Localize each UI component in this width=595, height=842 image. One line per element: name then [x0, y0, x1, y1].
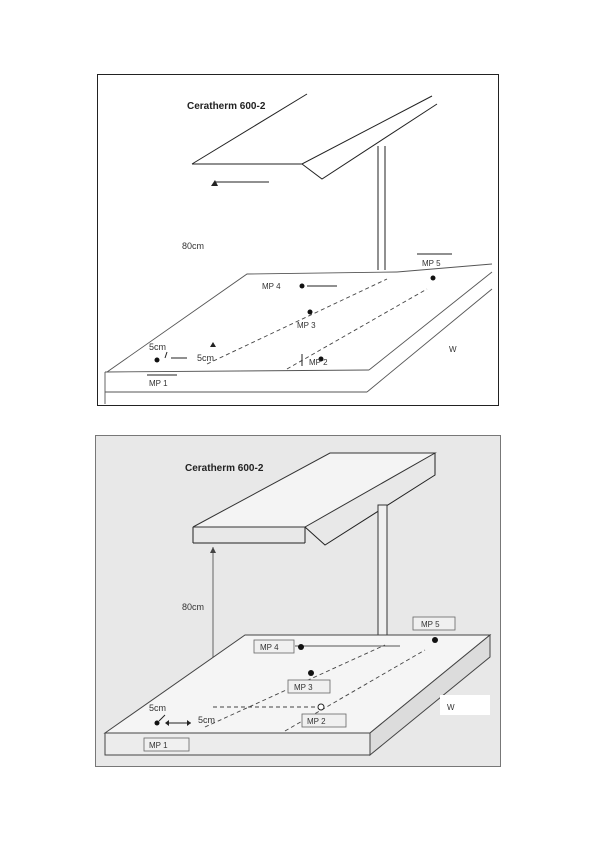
mp4-dot — [299, 283, 305, 289]
diagram-bottom: Ceratherm 600-2 80cm — [95, 435, 501, 767]
diagram-top: Ceratherm 600-2 80cm — [97, 74, 499, 406]
mp3-dot — [307, 309, 313, 315]
mp1-label: MP 1 — [149, 741, 168, 750]
mp5-dot — [430, 275, 436, 281]
dim-a-label: 5cm — [149, 703, 166, 713]
support-column — [377, 146, 386, 270]
measurement-points — [154, 637, 438, 726]
mp2-label: MP 2 — [307, 717, 326, 726]
height-label: 80cm — [182, 241, 204, 251]
diagram-bottom-canvas: Ceratherm 600-2 80cm — [95, 435, 501, 767]
support-column — [377, 504, 388, 638]
dim-b-label: 5cm — [197, 353, 214, 363]
mp1-dot — [154, 357, 160, 363]
mp3-label: MP 3 — [294, 683, 313, 692]
base-plate — [104, 263, 493, 404]
corner-label: W — [449, 345, 457, 354]
mp2-label: MP 2 — [309, 358, 328, 367]
mp4-dot — [298, 644, 304, 650]
mp4-label: MP 4 — [262, 282, 281, 291]
mp4-label: MP 4 — [260, 643, 279, 652]
mp3-dot — [308, 670, 314, 676]
mp5-label: MP 5 — [421, 620, 440, 629]
panel-frame — [97, 74, 499, 406]
corner-label: W — [447, 703, 455, 712]
mp2-dot — [318, 356, 324, 362]
dimension-arrows — [164, 342, 216, 359]
dimension-arrows — [158, 714, 191, 726]
mp1-label: MP 1 — [149, 379, 168, 388]
mp1-dot — [154, 720, 160, 726]
height-label: 80cm — [182, 602, 204, 612]
mp2-dot — [317, 703, 325, 711]
mp5-label: MP 5 — [422, 259, 441, 268]
mp5-dot — [432, 637, 438, 643]
heater-hood — [191, 93, 438, 186]
diagram-title: Ceratherm 600-2 — [187, 101, 266, 112]
mp3-label: MP 3 — [297, 321, 316, 330]
measurement-points — [154, 275, 436, 363]
dim-b-label: 5cm — [198, 715, 215, 725]
diagram-title: Ceratherm 600-2 — [185, 463, 264, 474]
dim-a-label: 5cm — [149, 342, 166, 352]
diagram-top-canvas: Ceratherm 600-2 80cm — [97, 74, 499, 406]
